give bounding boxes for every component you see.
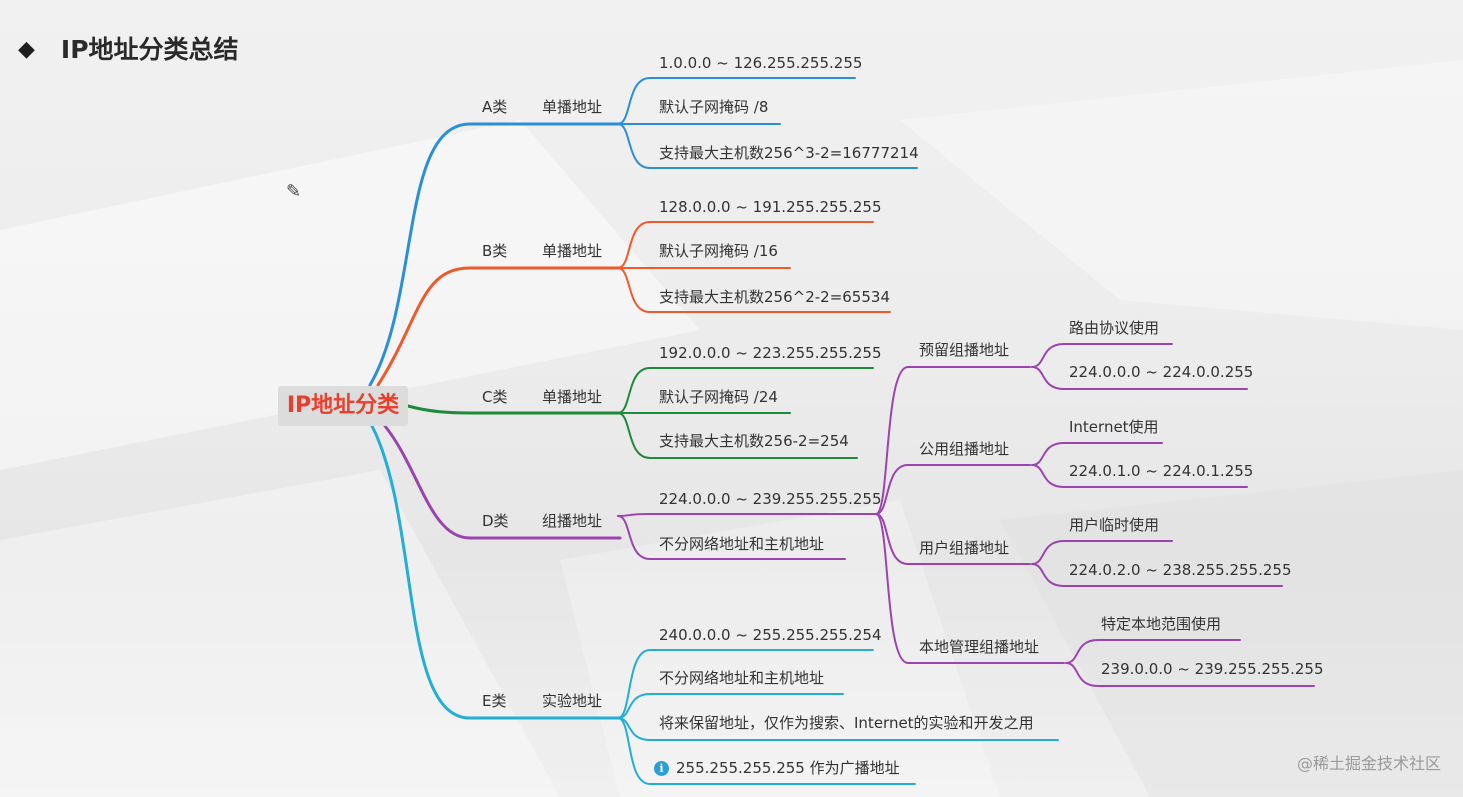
branch-a-label[interactable]: A类 — [482, 98, 508, 116]
c-connector — [617, 412, 858, 459]
branch-e-label[interactable]: E类 — [482, 692, 507, 710]
watermark: @稀土掘金技术社区 — [1296, 754, 1441, 773]
d-sub-connector — [875, 464, 1031, 515]
trunk-c — [406, 404, 622, 415]
branch-d-label[interactable]: D类 — [482, 512, 509, 530]
b-connector — [617, 221, 874, 269]
d-sub-label-local[interactable]: 本地管理组播地址 — [919, 638, 1040, 656]
d-sub0-connector — [1031, 366, 1248, 390]
branch-c-item[interactable]: 默认子网掩码 /24 — [659, 388, 778, 406]
branch-d-item[interactable]: 224.0.0.0 ~ 239.255.255.255 — [659, 490, 882, 508]
d-sub-label-public[interactable]: 公用组播地址 — [919, 440, 1010, 458]
a-connector — [617, 77, 856, 125]
branch-b-type[interactable]: 单播地址 — [542, 242, 603, 260]
d-sub-child[interactable]: 224.0.1.0 ~ 224.0.1.255 — [1069, 462, 1254, 480]
d-sub1-connector — [1031, 464, 1248, 488]
branch-e-type[interactable]: 实验地址 — [542, 692, 603, 710]
branch-c-type[interactable]: 单播地址 — [542, 388, 603, 406]
branch-a-item[interactable]: 1.0.0.0 ~ 126.255.255.255 — [659, 54, 863, 72]
branch-a-item[interactable]: 支持最大主机数256^3-2=16777214 — [659, 144, 919, 162]
d-sub1-connector — [1031, 442, 1163, 466]
c-connector — [617, 367, 874, 414]
branch-e-item[interactable]: 不分网络地址和主机地址 — [659, 669, 825, 687]
trunk-b — [376, 266, 622, 387]
d-connector — [617, 515, 846, 560]
d-sub2-connector — [1031, 563, 1283, 587]
d-sub2-connector — [1031, 540, 1173, 565]
e-connector — [617, 693, 844, 719]
trunk-d — [383, 424, 622, 540]
pencil-icon[interactable]: ✎ — [286, 181, 302, 202]
d-sub-child[interactable]: 用户临时使用 — [1069, 516, 1160, 534]
e-connector — [617, 649, 874, 719]
branch-b-item[interactable]: 默认子网掩码 /16 — [659, 242, 778, 260]
d-sub-child[interactable]: 特定本地范围使用 — [1101, 615, 1222, 633]
branch-c-label[interactable]: C类 — [482, 388, 508, 406]
branch-b-item[interactable]: 128.0.0.0 ~ 191.255.255.255 — [659, 198, 882, 216]
d-connector — [617, 513, 876, 517]
d-sub-child[interactable]: Internet使用 — [1069, 418, 1159, 436]
e-connector — [617, 717, 916, 785]
d-sub-child[interactable]: 224.0.0.0 ~ 224.0.0.255 — [1069, 363, 1254, 381]
trunk-a — [368, 122, 622, 387]
d-sub-connector — [875, 513, 1065, 664]
branch-a-item[interactable]: 默认子网掩码 /8 — [659, 98, 769, 116]
branch-b-label[interactable]: B类 — [482, 242, 508, 260]
branch-e-item[interactable]: 240.0.0.0 ~ 255.255.255.254 — [659, 626, 882, 644]
a-connector — [617, 123, 918, 169]
page-title: ◆ IP地址分类总结 — [18, 37, 239, 62]
branch-a-type[interactable]: 单播地址 — [542, 98, 603, 116]
branch-b-item[interactable]: 支持最大主机数256^2-2=65534 — [659, 288, 890, 306]
d-sub3-connector — [1065, 639, 1241, 664]
info-icon: i — [654, 761, 669, 776]
branch-d-item[interactable]: 不分网络地址和主机地址 — [659, 535, 825, 553]
d-sub-child[interactable]: 224.0.2.0 ~ 238.255.255.255 — [1069, 561, 1292, 579]
page-title-text: IP地址分类总结 — [60, 35, 239, 64]
branch-c-item[interactable]: 支持最大主机数256-2=254 — [659, 432, 849, 450]
d-sub0-connector — [1031, 343, 1173, 368]
diamond-bullet-icon: ◆ — [18, 36, 35, 62]
d-sub-connector — [875, 366, 1031, 515]
root-node[interactable]: IP地址分类 — [278, 386, 408, 426]
d-sub-child[interactable]: 路由协议使用 — [1069, 319, 1160, 337]
branch-e-item[interactable]: 将来保留地址，仅作为搜索、Internet的实验和开发之用 — [659, 714, 1034, 732]
d-sub-label-user[interactable]: 用户组播地址 — [919, 539, 1010, 557]
d-sub-connector — [875, 513, 1031, 565]
branch-e-note[interactable]: i 255.255.255.255 作为广播地址 — [654, 761, 900, 776]
d-sub-child[interactable]: 239.0.0.0 ~ 239.255.255.255 — [1101, 660, 1324, 678]
branch-e-note-text: 255.255.255.255 作为广播地址 — [676, 759, 900, 777]
d-sub3-connector — [1065, 662, 1315, 687]
branch-d-type[interactable]: 组播地址 — [542, 512, 603, 530]
trunk-e — [370, 424, 622, 720]
branch-c-item[interactable]: 192.0.0.0 ~ 223.255.255.255 — [659, 344, 882, 362]
d-sub-label-reserved[interactable]: 预留组播地址 — [919, 341, 1010, 359]
b-connector — [617, 267, 891, 313]
